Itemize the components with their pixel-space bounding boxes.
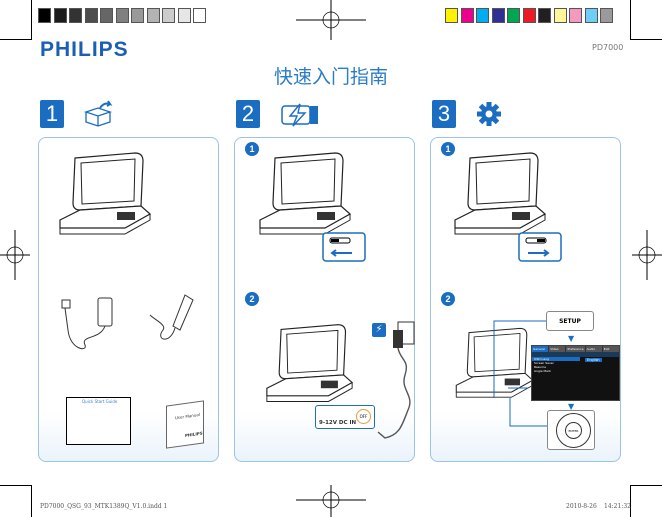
model-number: PD7000 [592,43,624,52]
connector-lines [493,320,560,427]
dvd-player-illustration [259,152,352,235]
color-swatch [491,8,505,23]
ac-adapter-illustration [61,297,113,350]
car-adapter-illustration [149,294,194,340]
color-swatch [53,8,67,23]
color-swatch [177,8,191,23]
crop-mark [0,39,32,40]
dvd-player-illustration [266,324,354,402]
color-swatch [162,8,175,23]
dc-jack-off: OFF [356,409,371,424]
dvd-player-illustration [454,152,547,235]
menu-value: English [585,358,602,362]
color-swatch [507,8,520,23]
substep-1: 1 [245,142,259,156]
user-manual-booklet: User Manual PHILIPS [166,400,204,449]
quick-start-label: Quick Start Guide [82,399,118,404]
menu-row: OSD Lang [532,357,580,361]
dc-in-callout: 9-12V DC IN OFF [315,405,375,429]
quick-start-guide-booklet: Quick Start Guide [66,397,131,445]
menu-row: Angle Mark [534,369,551,373]
arrow-down-icon: ▼ [568,334,575,343]
crop-mark [630,0,631,40]
color-swatch [460,8,474,23]
crop-mark [0,485,32,486]
menu-row: Resume [534,365,547,369]
battery-charge-icon [281,103,318,127]
color-swatch [569,8,582,23]
gear-icon [477,102,501,126]
color-swatch [38,8,51,23]
power-switch-off-callout [322,232,366,262]
print-time: 14:21:32 [604,503,631,510]
menu-tab: Exit [602,346,620,352]
color-swatch [115,8,129,23]
philips-logo: PHILIPS [40,38,129,61]
print-date: 2010-8-26 [566,503,597,510]
color-swatch [445,8,458,23]
crop-mark [630,39,662,40]
color-swatch [522,8,536,23]
arrow-down-icon: ▼ [568,402,575,411]
menu-tab: Audio [585,346,602,352]
power-icon: ⚡ [372,323,386,337]
menu-tab: General [532,346,549,352]
registration-mark-bottom [296,485,366,517]
crop-mark [31,485,32,517]
color-swatch [84,8,98,23]
substep-2: 2 [245,292,259,306]
unpack-box-icon [83,100,113,127]
manual-brand: PHILIPS [185,430,203,438]
color-swatch [476,8,489,23]
crop-mark [630,485,662,486]
dvd-player-illustration [455,327,534,398]
menu-tab: Preference [566,346,585,352]
menu-tab: Video [549,346,566,352]
setup-button[interactable]: SETUP [546,311,594,331]
crop-mark [31,0,32,40]
menu-row: Screen Saver [534,361,554,365]
dc-in-label: 9-12V DC IN [319,420,357,426]
color-swatch [131,8,144,23]
color-swatch [146,8,160,23]
registration-mark-right [632,230,662,280]
color-swatch [100,8,113,23]
file-slug: PD7000_QSG_93_MTK1389Q_V1.0.indd 1 [40,503,168,510]
step-2-badge: 2 [236,100,260,128]
adapter-cable-illustration [377,321,415,439]
registration-mark-top [296,0,366,40]
step-3-badge: 3 [432,100,456,128]
substep-2: 2 [441,292,455,306]
page-title: 快速入门指南 [273,66,388,88]
enter-button[interactable]: ENTER [565,422,582,439]
color-swatch [538,8,551,23]
color-swatch [193,8,206,23]
substep-1: 1 [441,142,455,156]
registration-mark-left [0,230,30,280]
color-swatch [600,8,613,23]
color-swatch [69,8,82,23]
color-swatch [553,8,567,23]
color-swatch [584,8,598,23]
power-switch-on-callout [518,232,562,262]
dvd-player-illustration [59,152,152,235]
crop-mark [630,485,631,517]
step-1-badge: 1 [40,100,64,128]
navigation-pad-callout: ENTER [547,410,595,450]
